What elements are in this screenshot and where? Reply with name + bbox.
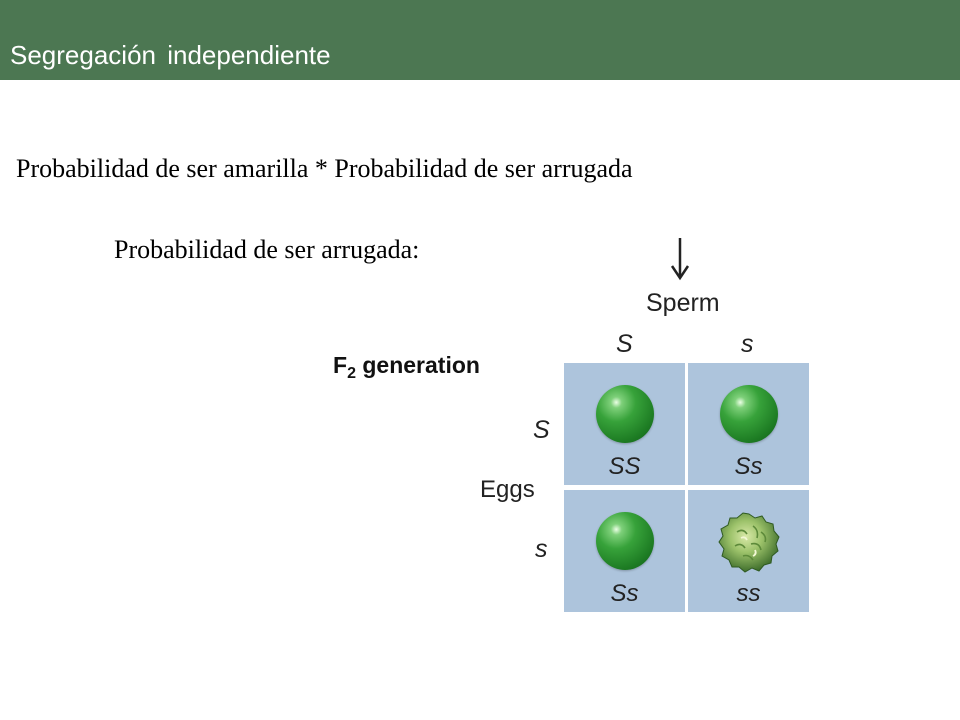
generation-label: F2 generation [333,352,480,383]
probability-formula: Probabilidad de ser amarilla * Probabili… [16,154,633,183]
punnett-cell: Ss [688,363,809,485]
genotype-label: Ss [610,580,639,607]
wrinkled-pea-icon [718,512,780,573]
punnett-cell: Ss [564,490,685,612]
egg-allele-s: s [535,535,548,563]
genotype-label: SS [608,453,641,480]
punnett-square: SS Ss Ss ss [564,363,812,613]
down-arrow-icon [670,238,690,281]
punnett-cell: ss [688,490,809,612]
punnett-cell: SS [564,363,685,485]
smooth-pea-icon [596,385,654,443]
wrinkled-probability-line: Probabilidad de ser arrugada: [114,235,420,264]
smooth-pea-icon [596,512,654,570]
sperm-allele-s: s [741,330,754,358]
header-bar: Segregación independiente [0,0,960,80]
egg-allele-S: S [533,416,550,444]
genotype-label: ss [736,580,761,607]
sperm-allele-S: S [616,330,633,358]
sperm-label: Sperm [646,289,720,317]
eggs-label: Eggs [480,476,535,503]
genotype-label: Ss [734,453,763,480]
smooth-pea-icon [720,385,778,443]
generation-word: generation [355,352,480,378]
slide-title: Segregación independiente [10,40,331,70]
generation-subscript: 2 [347,365,356,382]
generation-letter: F [333,352,348,378]
